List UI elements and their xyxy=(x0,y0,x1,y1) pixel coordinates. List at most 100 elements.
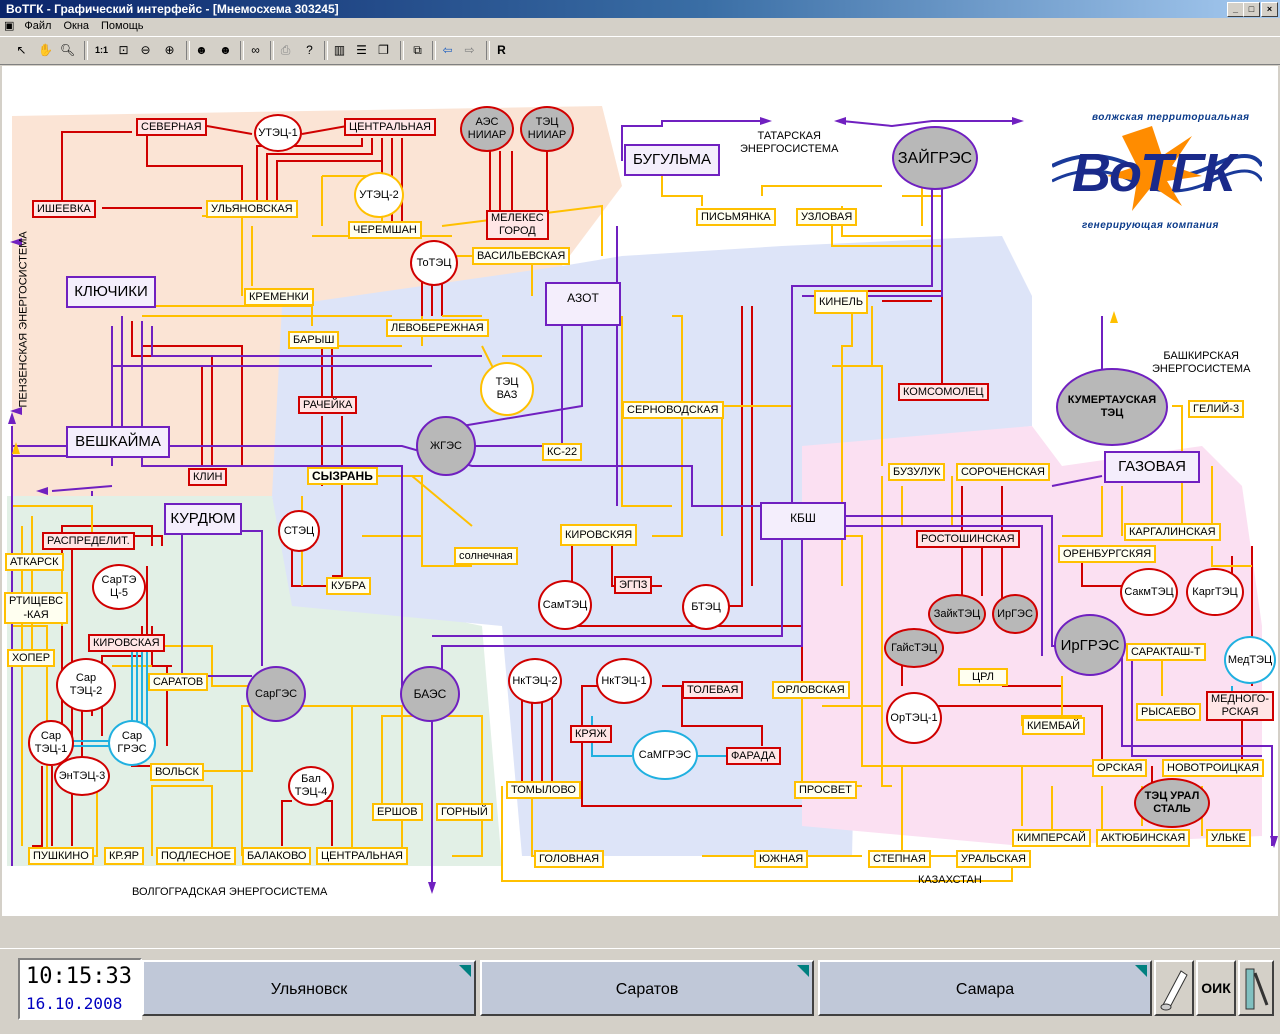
hub-bugulma[interactable]: БУГУЛЬМА xyxy=(624,144,720,176)
substation-solnechnaya[interactable]: солнечная xyxy=(454,547,518,565)
substation-orlovskaya[interactable]: ОРЛОВСКАЯ xyxy=(772,681,850,699)
plant-irges[interactable]: ИрГЭС xyxy=(992,594,1038,634)
menu-windows[interactable]: Окна xyxy=(63,20,90,32)
plant-baes[interactable]: БАЭС xyxy=(400,666,460,722)
plant-kargtec[interactable]: КаргТЭЦ xyxy=(1186,568,1244,616)
substation-crl[interactable]: ЦРЛ xyxy=(958,668,1008,686)
substation-kryar[interactable]: КР.ЯР xyxy=(104,847,145,865)
substation-ershov[interactable]: ЕРШОВ xyxy=(372,803,423,821)
plant-tec-ural-stal[interactable]: ТЭЦ УРАЛ СТАЛЬ xyxy=(1134,778,1210,828)
plant-totec[interactable]: ТоТЭЦ xyxy=(410,240,458,286)
substation-centralnaya-saratov[interactable]: ЦЕНТРАЛЬНАЯ xyxy=(316,847,408,865)
plant-entec3[interactable]: ЭнТЭЦ-3 xyxy=(54,756,110,796)
plant-sarges[interactable]: СарГЭС xyxy=(246,666,306,722)
substation-volsk[interactable]: ВОЛЬСК xyxy=(150,763,204,781)
plant-medtec[interactable]: МедТЭЦ xyxy=(1224,636,1276,684)
substation-kimpersay[interactable]: КИМПЕРСАЙ xyxy=(1012,829,1091,847)
pointer-icon[interactable]: ↖ xyxy=(16,43,27,57)
plant-gaistec[interactable]: ГайсТЭЦ xyxy=(884,628,944,668)
substation-podlesnoe[interactable]: ПОДЛЕСНОЕ xyxy=(156,847,237,865)
plant-sartec2[interactable]: Сар ТЭЦ-2 xyxy=(56,658,116,712)
arrow-right-icon[interactable]: ⇨ xyxy=(464,43,475,57)
nav-button-samara[interactable]: Самара xyxy=(818,960,1152,1016)
plant-nktec2[interactable]: НкТЭЦ-2 xyxy=(508,658,562,704)
substation-rtishchevo[interactable]: РТИЩЕВС -КАЯ xyxy=(4,592,69,624)
tools-icon-button[interactable] xyxy=(1238,960,1274,1016)
plant-nktec1[interactable]: НкТЭЦ-1 xyxy=(596,658,652,704)
substation-pushkino[interactable]: ПУШКИНО xyxy=(28,847,94,865)
substation-kargalinskaya[interactable]: КАРГАЛИНСКАЯ xyxy=(1124,523,1221,541)
substation-atkarsk[interactable]: АТКАРСК xyxy=(5,553,64,571)
substation-kirovskaya-saratov[interactable]: КИРОВСКАЯ xyxy=(88,634,165,652)
substation-raspredelit[interactable]: РАСПРЕДЕЛИТ. xyxy=(42,532,135,550)
substation-komsomolets[interactable]: КОМСОМОЛЕЦ xyxy=(898,383,989,401)
plant-baltec4[interactable]: Бал ТЭЦ-4 xyxy=(288,766,334,806)
substation-buzuluk[interactable]: БУЗУЛУК xyxy=(888,463,946,481)
hub-klyuchiki[interactable]: КЛЮЧИКИ xyxy=(66,276,156,308)
substation-kubra[interactable]: КУБРА xyxy=(326,577,371,595)
scroll-icon-button[interactable] xyxy=(1154,960,1194,1016)
substation-rysaevo[interactable]: РЫСАЕВО xyxy=(1136,703,1201,721)
hub-azot[interactable]: АЗОТ xyxy=(545,282,621,326)
nav-button-ulyanovsk[interactable]: Ульяновск xyxy=(142,960,476,1016)
substation-saratov[interactable]: САРАТОВ xyxy=(148,673,209,691)
substation-khoper[interactable]: ХОПЕР xyxy=(7,649,56,667)
layout-3-icon[interactable]: ❐ xyxy=(378,43,389,57)
plant-kumertau[interactable]: КУМЕРТАУСКАЯ ТЭЦ xyxy=(1056,368,1168,446)
plant-utec2[interactable]: УТЭЦ-2 xyxy=(354,172,404,218)
substation-orenburgskaya[interactable]: ОРЕНБУРГСКЯЯ xyxy=(1058,545,1157,563)
plant-sartec1[interactable]: Сар ТЭЦ-1 xyxy=(28,720,74,766)
substation-kryazh[interactable]: КРЯЖ xyxy=(570,725,612,743)
user-forward-icon[interactable]: ☻ xyxy=(219,43,232,57)
plant-ortec1[interactable]: ОрТЭЦ-1 xyxy=(886,692,942,744)
hub-veshkayma[interactable]: ВЕШКАЙМА xyxy=(66,426,170,458)
plant-utec1[interactable]: УТЭЦ-1 xyxy=(254,114,302,152)
close-button[interactable]: × xyxy=(1261,2,1278,17)
zoom-in-icon[interactable]: ⊕ xyxy=(164,43,175,57)
substation-golovnaya[interactable]: ГОЛОВНАЯ xyxy=(534,850,605,868)
scale-1to1-icon[interactable]: 1:1 xyxy=(94,45,108,55)
substation-orskaya[interactable]: ОРСКАЯ xyxy=(1092,759,1148,777)
substation-aktyubinskaya[interactable]: АКТЮБИНСКАЯ xyxy=(1096,829,1191,847)
hub-gazovaya[interactable]: ГАЗОВАЯ xyxy=(1104,451,1200,483)
substation-balakovo[interactable]: БАЛАКОВО xyxy=(242,847,312,865)
plant-tec-vaz[interactable]: ТЭЦ ВАЗ xyxy=(480,362,534,416)
substation-ks22[interactable]: КС-22 xyxy=(542,443,583,461)
plant-tec-niiar[interactable]: ТЭЦ НИИАР xyxy=(520,106,574,152)
plant-irgres[interactable]: ИрГРЭС xyxy=(1054,614,1126,676)
substation-racheyka[interactable]: РАЧЕЙКА xyxy=(298,396,358,414)
substation-melekes[interactable]: МЕЛЕКЕС ГОРОД xyxy=(486,210,549,240)
oik-button[interactable]: ОИК xyxy=(1196,960,1236,1016)
plant-btec[interactable]: БТЭЦ xyxy=(682,584,730,630)
substation-pismyanka[interactable]: ПИСЬМЯНКА xyxy=(696,208,776,226)
plant-aes-niiar[interactable]: АЭС НИИАР xyxy=(460,106,514,152)
plant-sakmtec[interactable]: СакмТЭЦ xyxy=(1120,568,1178,616)
arrow-left-icon[interactable]: ⇦ xyxy=(442,43,453,57)
zoom-icon[interactable]: 🔍︎ xyxy=(59,43,76,57)
minimize-button[interactable]: _ xyxy=(1227,2,1244,17)
substation-geliy3[interactable]: ГЕЛИЙ-3 xyxy=(1188,400,1245,418)
substation-sernovodskaya[interactable]: СЕРНОВОДСКАЯ xyxy=(622,401,724,419)
hub-kurdyum[interactable]: КУРДЮМ xyxy=(164,503,242,535)
substation-syzran[interactable]: СЫЗРАНЬ xyxy=(307,467,378,485)
substation-tomylovo[interactable]: ТОМЫЛОВО xyxy=(506,781,581,799)
plant-sargres[interactable]: Сар ГРЭС xyxy=(108,720,156,766)
substation-isheevka[interactable]: ИШЕЕВКА xyxy=(32,200,96,218)
plant-samgres[interactable]: СаМГРЭС xyxy=(632,730,698,780)
substation-kiembay[interactable]: КИЕМБАЙ xyxy=(1022,717,1086,735)
hand-icon[interactable]: ✋ xyxy=(38,43,53,57)
zoom-out-icon[interactable]: ⊖ xyxy=(140,43,151,57)
hub-kbsh[interactable]: КБШ xyxy=(760,502,846,540)
layout-1-icon[interactable]: ▥ xyxy=(333,43,346,57)
substation-cheremshan[interactable]: ЧЕРЕМШАН xyxy=(348,221,422,239)
substation-yuzhnaya[interactable]: ЮЖНАЯ xyxy=(754,850,809,868)
substation-saraktash[interactable]: САРАКТАШ-Т xyxy=(1126,643,1206,661)
substation-klin[interactable]: КЛИН xyxy=(188,468,228,486)
substation-kirovskaya-samara[interactable]: КИРОВСКЯЯ xyxy=(560,524,638,546)
window-icon[interactable]: ⧉ xyxy=(413,43,422,57)
user-back-icon[interactable]: ☻ xyxy=(195,43,208,57)
substation-sorochenskaya[interactable]: СОРОЧЕНСКАЯ xyxy=(956,463,1050,481)
nav-button-saratov[interactable]: Саратов xyxy=(480,960,814,1016)
substation-barysh[interactable]: БАРЫШ xyxy=(288,331,340,349)
layout-2-icon[interactable]: ☰ xyxy=(356,43,367,57)
